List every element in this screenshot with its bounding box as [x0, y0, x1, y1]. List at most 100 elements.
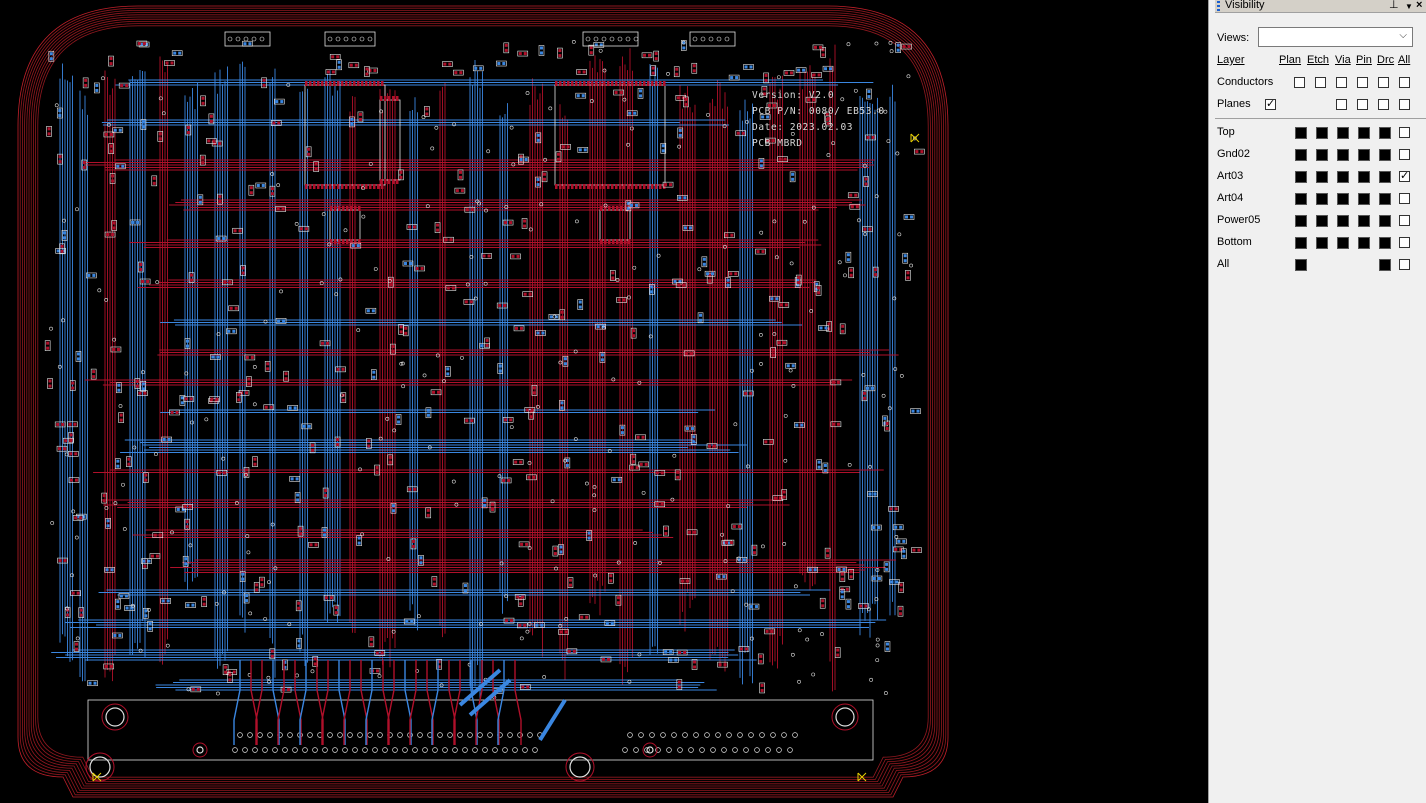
via — [188, 543, 193, 548]
component-pad — [866, 135, 870, 139]
dropdown-arrow-icon[interactable]: ▼ — [1405, 2, 1413, 11]
component-outline — [103, 663, 115, 670]
layer-all-checkbox[interactable] — [1399, 127, 1410, 138]
via — [861, 373, 866, 377]
component-outline — [684, 425, 696, 432]
layer-color-swatch[interactable] — [1358, 237, 1370, 249]
component-outline — [518, 156, 529, 163]
header-pin[interactable]: Pin — [1356, 54, 1372, 66]
component-pad — [676, 470, 680, 474]
layer-color-swatch[interactable] — [1295, 171, 1307, 183]
visibility-checkbox[interactable] — [1294, 77, 1305, 88]
component-pad — [797, 68, 801, 72]
layer-color-swatch[interactable] — [1358, 171, 1370, 183]
component-pad — [819, 326, 823, 330]
visibility-checkbox[interactable] — [1336, 77, 1347, 88]
pin-icon[interactable]: ⊥ — [1389, 0, 1399, 11]
header-via[interactable]: Via — [1335, 54, 1351, 66]
layer-color-swatch[interactable] — [1379, 171, 1391, 183]
layer-color-swatch[interactable] — [1295, 193, 1307, 205]
component-pad — [334, 611, 338, 615]
layer-color-swatch[interactable] — [1316, 215, 1328, 227]
visibility-checkbox[interactable] — [1357, 99, 1368, 110]
header-drc[interactable]: Drc — [1377, 54, 1395, 66]
layer-color-swatch[interactable] — [1358, 127, 1370, 139]
header-etch[interactable]: Etch — [1307, 54, 1330, 66]
panel-splitter[interactable] — [1208, 0, 1215, 803]
layer-color-swatch[interactable] — [1379, 259, 1391, 271]
layer-color-swatch[interactable] — [1379, 193, 1391, 205]
layer-color-swatch[interactable] — [1316, 237, 1328, 249]
layer-all-checkbox[interactable] — [1399, 169, 1410, 182]
visibility-checkbox[interactable] — [1378, 99, 1389, 110]
connector-pin — [422, 747, 428, 753]
layer-color-swatch[interactable] — [1337, 215, 1349, 227]
visibility-checkbox[interactable] — [1357, 77, 1368, 88]
layer-color-swatch[interactable] — [1295, 259, 1307, 271]
header-layer[interactable]: Layer — [1217, 54, 1245, 66]
layer-color-swatch[interactable] — [1316, 127, 1328, 139]
visibility-checkbox[interactable] — [1265, 97, 1276, 110]
component-pad — [202, 597, 206, 601]
layer-all-checkbox[interactable] — [1399, 193, 1410, 204]
header-all[interactable]: All — [1398, 54, 1411, 66]
layer-color-swatch[interactable] — [1379, 127, 1391, 139]
via — [869, 677, 873, 682]
layer-all-checkbox[interactable] — [1399, 237, 1410, 248]
layer-color-swatch[interactable] — [1295, 215, 1307, 227]
layer-color-swatch[interactable] — [1379, 149, 1391, 161]
layer-color-swatch[interactable] — [1295, 149, 1307, 161]
layer-color-swatch[interactable] — [1295, 237, 1307, 249]
views-dropdown[interactable]: ⌵ — [1258, 27, 1413, 47]
component-pad — [266, 362, 270, 366]
visibility-checkbox[interactable] — [1336, 99, 1347, 110]
visibility-checkbox[interactable] — [1315, 77, 1326, 88]
connector-pin — [716, 36, 722, 42]
layer-color-swatch[interactable] — [1316, 193, 1328, 205]
layer-color-swatch[interactable] — [1379, 215, 1391, 227]
fiducial-marker — [910, 133, 920, 143]
via — [627, 295, 631, 300]
layer-color-swatch[interactable] — [1295, 127, 1307, 139]
layer-color-swatch[interactable] — [1337, 171, 1349, 183]
component-pad — [63, 447, 67, 451]
layer-color-swatch[interactable] — [1337, 149, 1349, 161]
layer-color-swatch[interactable] — [1379, 237, 1391, 249]
layer-color-swatch[interactable] — [1358, 215, 1370, 227]
component-pad — [910, 215, 914, 219]
visibility-checkbox[interactable] — [1399, 77, 1410, 88]
layer-color-swatch[interactable] — [1337, 193, 1349, 205]
layer-all-checkbox[interactable] — [1399, 149, 1410, 160]
visibility-checkbox[interactable] — [1378, 77, 1389, 88]
component-outline — [825, 115, 832, 127]
component-pad — [855, 205, 859, 209]
layer-color-swatch[interactable] — [1358, 193, 1370, 205]
component-outline — [222, 279, 233, 286]
component-outline — [839, 323, 846, 335]
layer-all-checkbox[interactable] — [1399, 259, 1410, 270]
header-plan[interactable]: Plan — [1279, 54, 1302, 66]
close-icon[interactable]: × — [1416, 0, 1423, 11]
component-outline — [858, 603, 869, 609]
component-outline — [759, 114, 771, 120]
component-outline — [70, 590, 81, 596]
component-outline — [738, 646, 750, 652]
via — [221, 456, 226, 461]
visibility-checkbox[interactable] — [1399, 99, 1410, 110]
layer-color-swatch[interactable] — [1316, 149, 1328, 161]
drag-grip-icon[interactable] — [1217, 1, 1220, 11]
connector-pin — [792, 732, 798, 738]
power-trace — [468, 678, 512, 717]
layer-all-checkbox[interactable] — [1399, 215, 1410, 226]
via — [392, 428, 397, 433]
via — [802, 219, 807, 224]
layer-color-swatch[interactable] — [1316, 171, 1328, 183]
layer-color-swatch[interactable] — [1358, 149, 1370, 161]
layer-color-swatch[interactable] — [1337, 127, 1349, 139]
connector-pin — [272, 747, 278, 753]
via — [539, 202, 544, 207]
connector-pin — [267, 732, 273, 738]
layer-color-swatch[interactable] — [1337, 237, 1349, 249]
